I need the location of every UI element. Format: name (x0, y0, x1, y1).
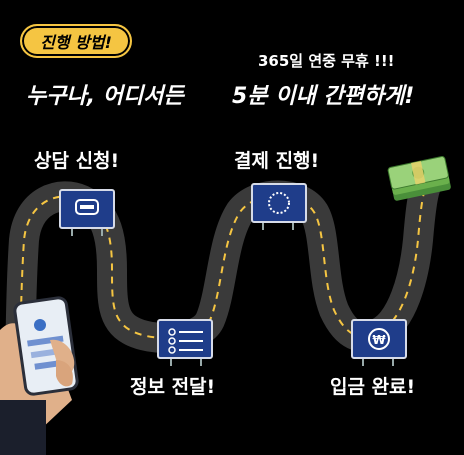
step-deposit-label: 입금 완료! (330, 376, 416, 398)
chat-icon (75, 199, 99, 215)
won-coin-icon: ₩ (368, 328, 390, 350)
sign-deposit: ₩ (351, 319, 407, 366)
headline-right: 5분 이내 간편하게! (232, 84, 415, 109)
sign-payment (251, 183, 307, 230)
document-icon (168, 328, 203, 354)
method-badge: 진행 방법! (20, 24, 132, 58)
money-stack-icon (387, 156, 451, 201)
card-icon (268, 192, 290, 214)
sign-consult (59, 189, 115, 236)
step-info-label: 정보 전달! (130, 376, 216, 398)
headline-left: 누구나, 어디서든 (26, 84, 184, 109)
hand-phone-illustration (0, 296, 79, 455)
step-payment-label: 결제 진행! (234, 150, 320, 172)
svg-text:₩: ₩ (372, 333, 386, 347)
step-consult-label: 상담 신청! (34, 150, 120, 172)
subtext: 365일 연중 무휴 !!! (258, 52, 395, 70)
sign-info (157, 319, 213, 366)
